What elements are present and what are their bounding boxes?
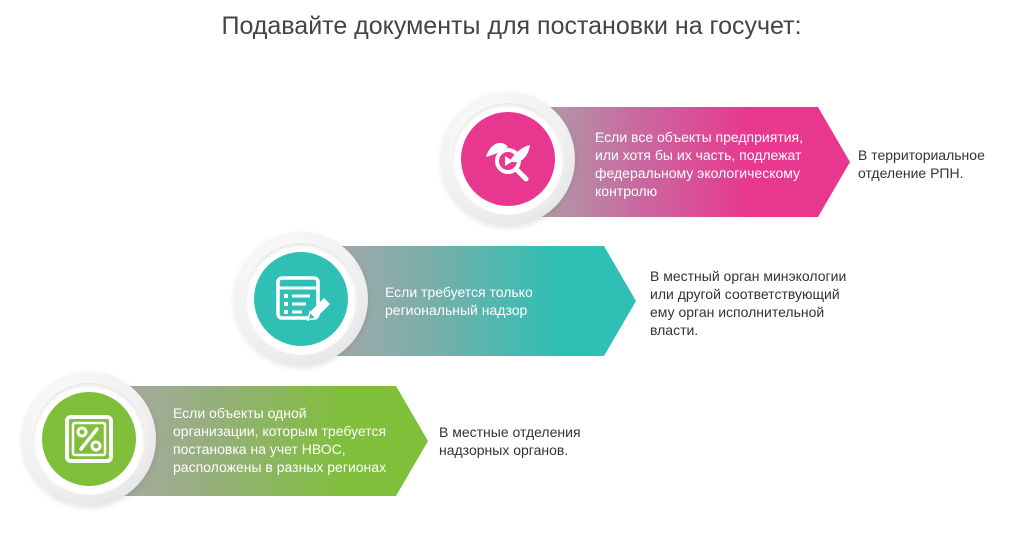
- destination-multiregion: В местные отделения надзорных органов.: [439, 424, 581, 458]
- condition-arrow-regional: [318, 246, 636, 356]
- document-edit-icon: [276, 276, 330, 322]
- condition-text-multiregion: Если объекты одной организации, которым …: [173, 405, 387, 475]
- destination-federal: В территориальное отделение РПН.: [858, 147, 985, 181]
- condition-text-federal: Если все объекты предприятия, или хотя б…: [595, 129, 804, 199]
- icon-badge-multiregion: [42, 392, 136, 486]
- page-title: Подавайте документы для постановки на го…: [221, 12, 802, 40]
- leaf-magnifier-icon: [486, 142, 530, 182]
- percent-document-icon: [65, 415, 113, 463]
- condition-arrow-federal: [520, 107, 850, 217]
- condition-text-regional: Если требуется только региональный надзо…: [385, 284, 533, 318]
- condition-arrow-multiregion: [108, 386, 428, 496]
- icon-badge-regional: [254, 252, 348, 346]
- icon-badge-federal: [461, 112, 555, 206]
- destination-regional: В местный орган минэкологии или другой с…: [650, 268, 847, 338]
